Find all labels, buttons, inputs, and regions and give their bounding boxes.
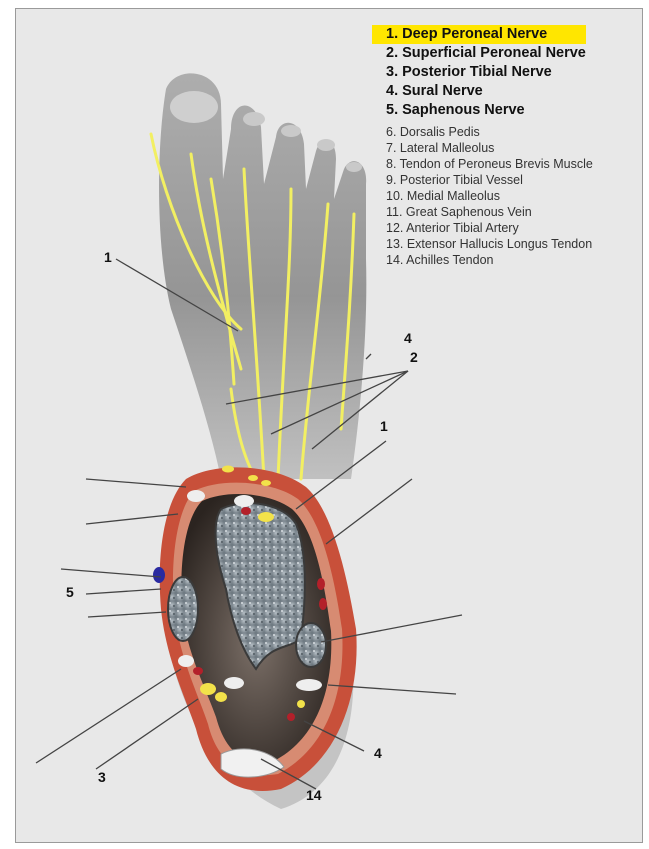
toenail-2 <box>243 112 265 126</box>
fibula-bone <box>296 623 326 667</box>
callout-1-top: 1 <box>104 249 112 265</box>
legend-item-posterior-tibial-vessel: 9. Posterior Tibial Vessel <box>372 172 642 188</box>
vessel-dot <box>287 713 295 721</box>
vessel-dot <box>193 667 203 675</box>
legend-item-lateral-malleolus: 7. Lateral Malleolus <box>372 140 642 156</box>
callout-3: 3 <box>98 769 106 785</box>
medial-malleolus <box>168 577 198 641</box>
callout-2: 2 <box>410 349 418 365</box>
legend-item-great-saphenous-vein: 11. Great Saphenous Vein <box>372 204 642 220</box>
toenail-4 <box>317 139 335 151</box>
tendon-oval <box>178 655 194 667</box>
big-toenail <box>170 91 218 123</box>
legend: 1. Deep Peroneal Nerve 2. Superficial Pe… <box>372 25 642 268</box>
nerve-dot <box>297 700 305 708</box>
legend-item-achilles-tendon: 14. Achilles Tendon <box>372 252 642 268</box>
legend-item-deep-peroneal-nerve: 1. Deep Peroneal Nerve <box>372 25 586 44</box>
callout-5: 5 <box>66 584 74 600</box>
legend-item-superficial-peroneal-nerve: 2. Superficial Peroneal Nerve <box>372 44 642 63</box>
callout-4-top: 4 <box>404 330 412 346</box>
tendon-oval <box>234 495 254 507</box>
artery-dot <box>241 507 251 515</box>
legend-item-dorsalis-pedis: 6. Dorsalis Pedis <box>372 124 642 140</box>
callout-1-mid: 1 <box>380 418 388 434</box>
callout-14: 14 <box>306 787 322 803</box>
vessel-dot <box>248 475 258 481</box>
legend-item-sural-nerve: 4. Sural Nerve <box>372 82 642 101</box>
vessel-dot <box>222 466 234 473</box>
legend-item-anterior-tibial-artery: 12. Anterior Tibial Artery <box>372 220 642 236</box>
nerve-dot <box>258 512 274 522</box>
nerve-dot <box>200 683 216 695</box>
vessel-dot <box>317 578 325 590</box>
tendon-oval <box>224 677 244 689</box>
legend-item-extensor-hallucis-longus: 13. Extensor Hallucis Longus Tendon <box>372 236 642 252</box>
vein-dot <box>153 567 165 583</box>
diagram-frame: 1. Deep Peroneal Nerve 2. Superficial Pe… <box>15 8 643 843</box>
legend-item-peroneus-brevis-tendon: 8. Tendon of Peroneus Brevis Muscle <box>372 156 620 172</box>
legend-item-medial-malleolus: 10. Medial Malleolus <box>372 188 642 204</box>
vessel-dot <box>261 480 271 486</box>
tendon-oval <box>296 679 322 691</box>
toenail-3 <box>281 125 301 137</box>
vessel-dot <box>319 598 327 610</box>
callout-4-bottom: 4 <box>374 745 382 761</box>
nerve-dot <box>215 692 227 702</box>
tendon-oval <box>187 490 205 502</box>
legend-item-posterior-tibial-nerve: 3. Posterior Tibial Nerve <box>372 63 642 82</box>
legend-item-saphenous-nerve: 5. Saphenous Nerve <box>372 101 642 120</box>
toenail-5 <box>346 162 362 172</box>
ankle-cross-section <box>153 466 357 791</box>
